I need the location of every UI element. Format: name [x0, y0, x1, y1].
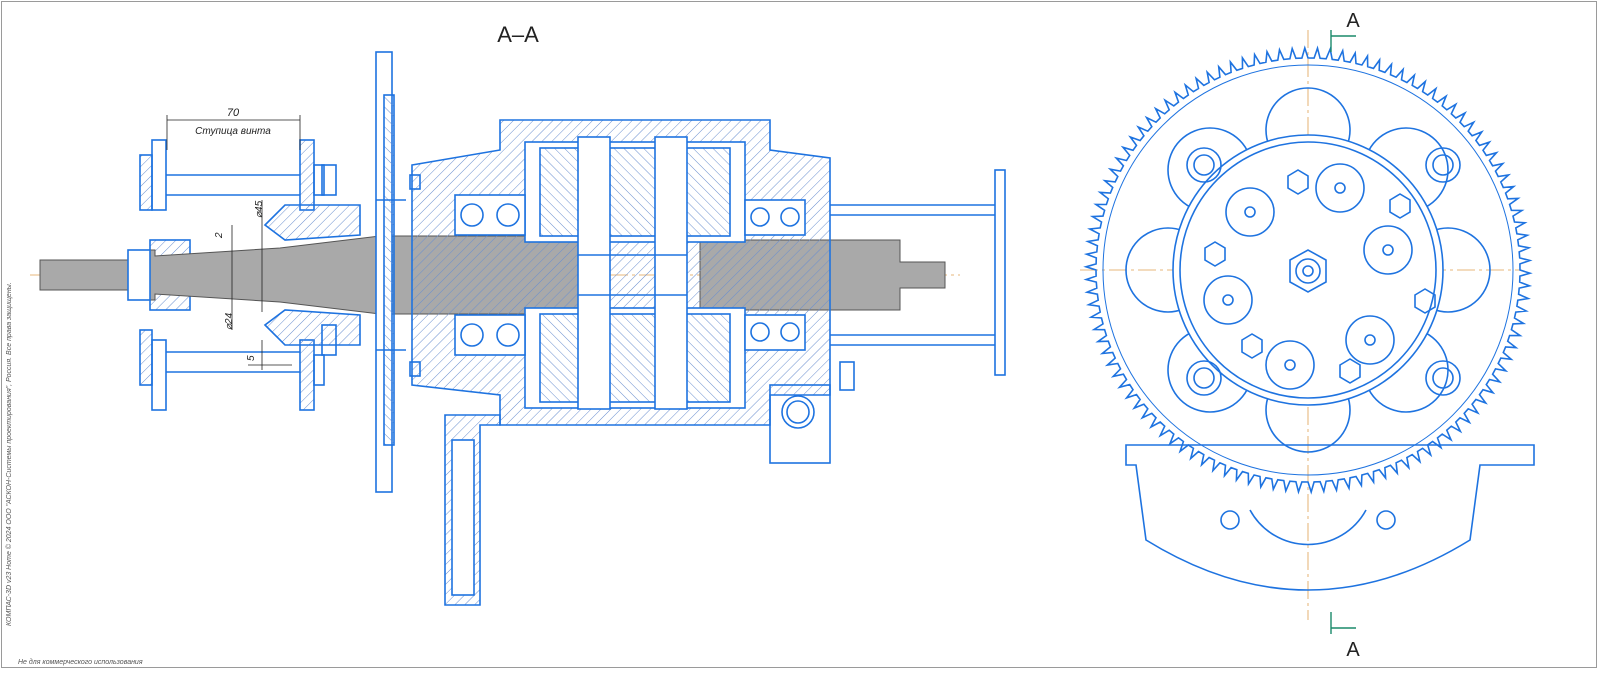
dim-hub-label: Ступица винта — [195, 126, 271, 137]
section-view — [30, 51, 1006, 606]
rear-flange — [769, 169, 1006, 464]
fasteners — [321, 164, 855, 391]
propeller-disc — [375, 51, 406, 493]
dimension-annotations — [166, 115, 301, 370]
section-markers — [1330, 30, 1356, 634]
hex-nuts — [1204, 169, 1436, 384]
dim-diameter-small: ⌀24 — [224, 312, 235, 330]
motor-housing — [411, 119, 831, 426]
gear-inner-circle — [1102, 64, 1514, 476]
corner-bolts — [1186, 147, 1461, 396]
bearings — [454, 194, 806, 356]
noncommercial-note: Не для коммерческого использования — [18, 659, 143, 666]
section-marker-top: A — [1346, 10, 1360, 32]
copyright-note: КОМПАС-3D v23 Home © 2024 ООО "АСКОН-Сис… — [6, 282, 13, 626]
mounting-bracket — [444, 414, 501, 606]
section-title: A–A — [497, 22, 539, 47]
dim-length: 70 — [227, 107, 240, 119]
gear-teeth — [1083, 45, 1533, 495]
dim-offset-2: 2 — [214, 232, 225, 239]
gear-ring — [1083, 45, 1533, 495]
center-nut — [1289, 249, 1327, 293]
section-marker-bottom: A — [1346, 639, 1360, 661]
front-view — [1080, 30, 1535, 620]
dim-offset-5: 5 — [246, 355, 257, 361]
inner-holes — [1203, 163, 1413, 390]
central-plate — [1172, 134, 1444, 406]
dim-diameter-large: ⌀45 — [254, 200, 265, 218]
mount-plate — [1125, 444, 1535, 591]
hub-sleeve — [263, 204, 361, 346]
